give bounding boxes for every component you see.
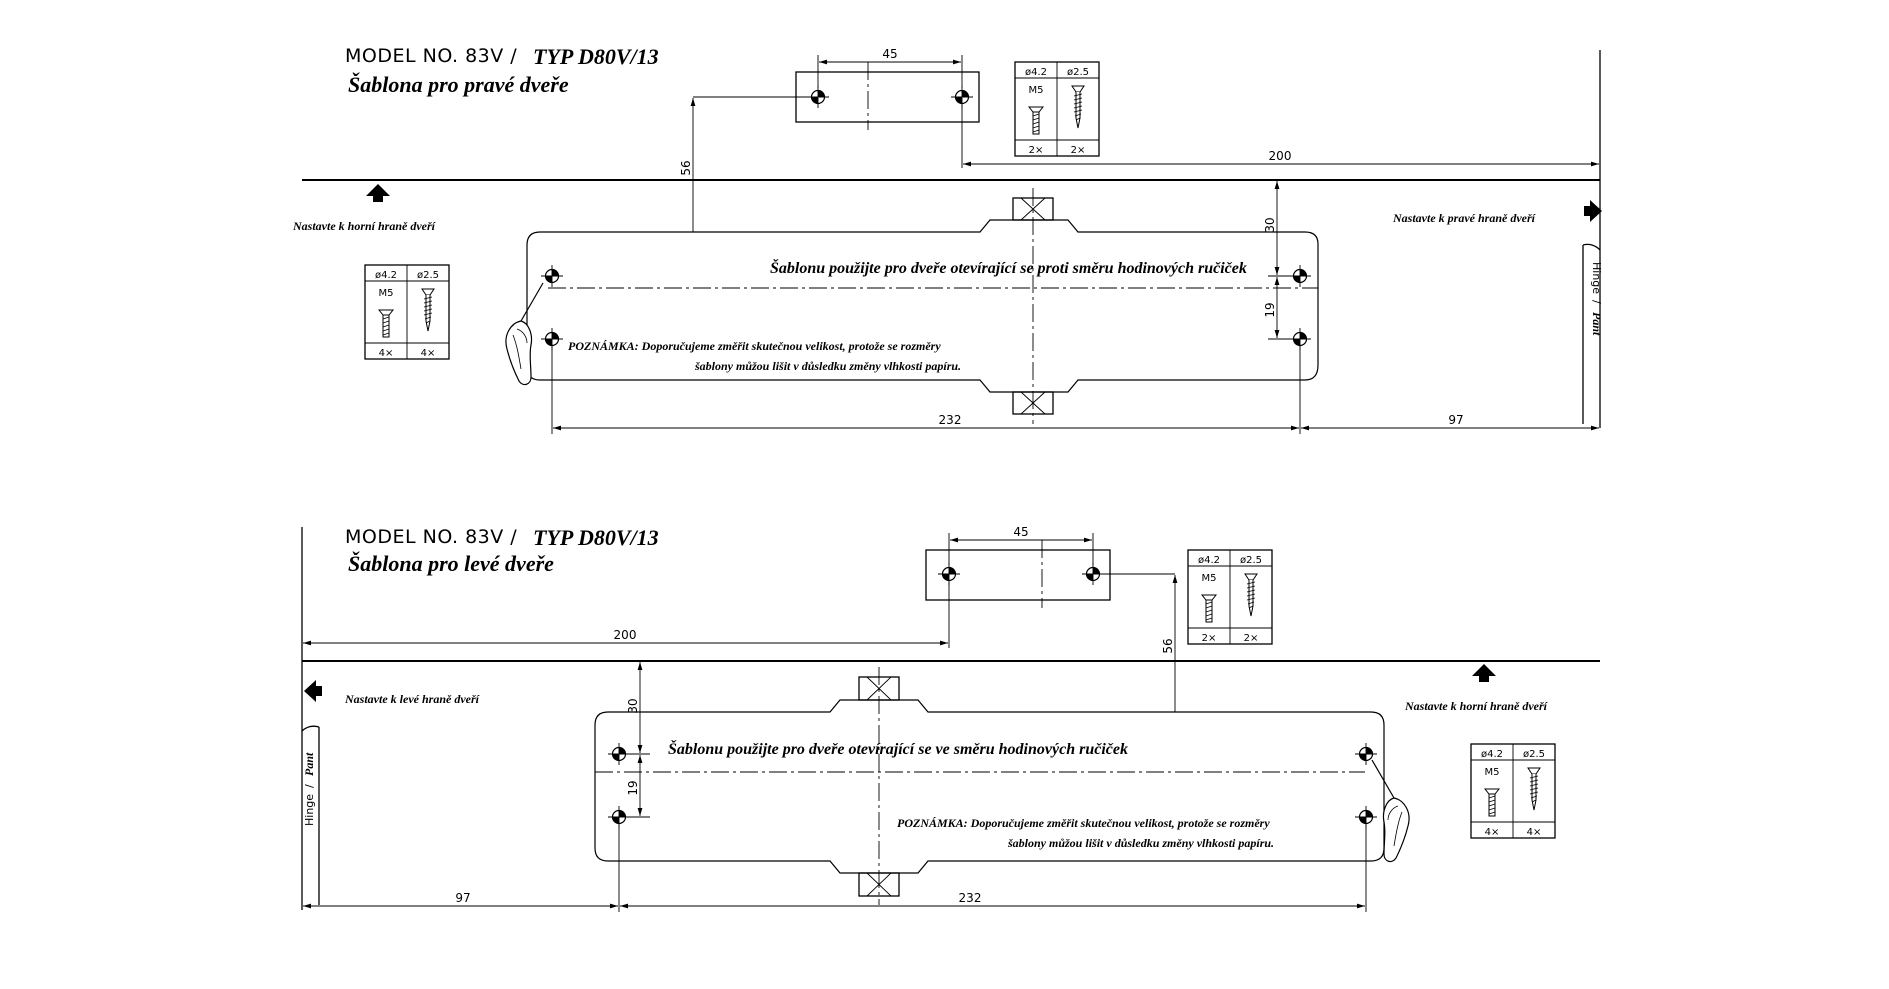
wood-screw-icon [421,288,435,332]
arm-bracket-outline [925,549,1111,601]
svg-text:ø2.5: ø2.5 [1240,555,1262,566]
bracket-hole [806,85,830,109]
template-left-door: MODEL NO. 83V / TYP D80V/13 Šablona pro … [301,525,1600,912]
dim-offset-to-edge: 200 [614,628,637,642]
dim-bracket-width: 45 [882,47,897,61]
dim-offset-to-edge: 200 [1269,149,1292,163]
up-arrow-icon [366,184,390,202]
screw-table-body: ø4.2 ø2.5 M5 4× 4× [1470,743,1556,839]
dim-body-length: 232 [959,891,982,905]
machine-screw-icon [1201,594,1217,623]
svg-text:4×: 4× [379,348,394,359]
svg-text:Hinge: Hinge [303,794,316,826]
note-line-1: POZNÁMKA: Doporučujeme změřit skutečnou … [897,816,1270,830]
svg-text:4×: 4× [1527,827,1542,838]
svg-text:M5: M5 [1202,573,1217,584]
svg-text:M5: M5 [1485,767,1500,778]
svg-text:M5: M5 [1029,85,1044,96]
svg-text:4×: 4× [1485,827,1500,838]
hinge-outline [1582,243,1601,424]
closer-body-outline [526,219,1319,393]
instruction-side-edge: Nastavte k levé hraně dveří [344,692,481,706]
svg-text:Pant: Pant [1590,312,1604,336]
machine-screw-icon [1484,788,1500,817]
screw-table-bracket: ø4.2 ø2.5 M5 2× 2× [1014,61,1100,157]
model-number: MODEL NO. 83V / [345,45,517,67]
svg-text:2×: 2× [1202,633,1217,644]
up-arrow-icon [1472,664,1496,682]
screw-table-bracket: ø4.2 ø2.5 M5 2× 2× [1187,549,1273,645]
svg-text:Hinge: Hinge [1590,262,1603,294]
hinge-label: Hinge / Pant [302,752,316,826]
right-arrow-icon [1584,200,1602,222]
type-label: TYP D80V/13 [533,44,659,69]
hinge-label: Hinge / Pant [1590,262,1604,336]
wood-screw-icon [1071,85,1085,129]
hinge-outline [301,725,320,905]
dim-top-offset: 30 [626,698,640,713]
dim-hole-spacing: 19 [626,780,640,795]
usage-instruction: Šablonu použijte pro dveře otevírající s… [770,258,1247,277]
dim-vertical-drop: 56 [679,160,693,175]
dim-hole-spacing: 19 [1263,302,1277,317]
machine-screw-icon [1028,106,1044,135]
svg-text:ø2.5: ø2.5 [417,270,439,281]
bracket-hole [937,562,961,586]
svg-text:ø2.5: ø2.5 [1523,749,1545,760]
svg-text:/: / [1590,300,1603,304]
dim-body-length: 232 [939,413,962,427]
instruction-side-edge: Nastavte k pravé hraně dveří [1392,211,1537,225]
template-subtitle: Šablona pro pravé dveře [348,72,569,97]
dim-edge-offset: 97 [455,891,470,905]
left-arrow-icon [304,680,322,702]
closer-body-outline [594,699,1385,874]
svg-text:ø4.2: ø4.2 [375,270,397,281]
wood-screw-icon [1244,573,1258,617]
machine-screw-icon [378,309,394,338]
dim-bracket-width: 45 [1013,525,1028,539]
template-subtitle: Šablona pro levé dveře [348,551,554,576]
svg-text:Pant: Pant [302,752,316,776]
svg-text:2×: 2× [1029,145,1044,156]
model-number: MODEL NO. 83V / [345,526,517,548]
bracket-hole [1081,562,1105,586]
wood-screw-icon [1527,767,1541,811]
svg-text:ø4.2: ø4.2 [1025,67,1047,78]
svg-text:ø4.2: ø4.2 [1198,555,1220,566]
usage-instruction: Šablonu použijte pro dveře otevírající s… [668,739,1128,758]
note-line-1: POZNÁMKA: Doporučujeme změřit skutečnou … [568,339,941,353]
dim-vertical-drop: 56 [1161,638,1175,653]
svg-text:M5: M5 [379,288,394,299]
svg-text:2×: 2× [1071,145,1086,156]
svg-text:/: / [303,784,316,788]
svg-text:2×: 2× [1244,633,1259,644]
screw-table-body: ø4.2 ø2.5 M5 4× 4× [364,264,450,360]
svg-text:4×: 4× [421,348,436,359]
instruction-top-edge: Nastavte k horní hraně dveří [1404,699,1549,713]
svg-text:ø2.5: ø2.5 [1067,67,1089,78]
note-line-2: šablony můžou lišit v důsledku změny vlh… [1007,836,1274,850]
note-line-2: šablony můžou lišit v důsledku změny vlh… [694,359,961,373]
dim-top-offset: 30 [1263,217,1277,232]
instruction-top-edge: Nastavte k horní hraně dveří [292,219,437,233]
type-label: TYP D80V/13 [533,525,659,550]
template-right-door: MODEL NO. 83V / TYP D80V/13 Šablona pro … [292,44,1604,434]
svg-text:ø4.2: ø4.2 [1481,749,1503,760]
dim-edge-offset: 97 [1448,413,1463,427]
